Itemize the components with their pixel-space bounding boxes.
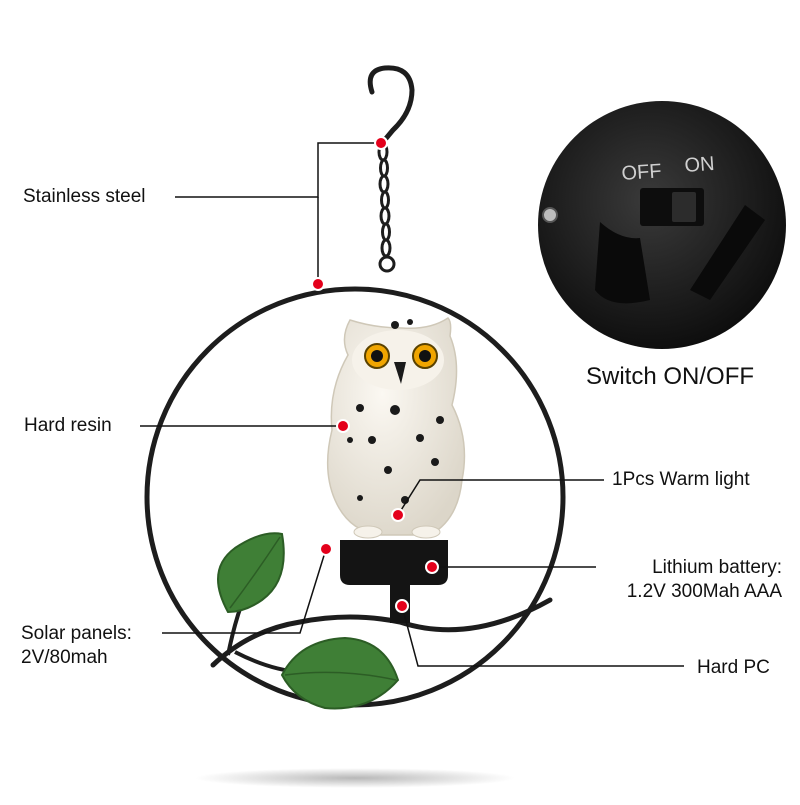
label-hard-resin: Hard resin — [24, 415, 112, 436]
leaf-upper — [217, 532, 285, 614]
owl-beak — [394, 362, 406, 384]
solar-panel-base — [340, 540, 448, 585]
switch-on-label: ON — [684, 153, 715, 177]
label-solar-spec: 2V/80mah — [21, 647, 108, 668]
label-solar-title: Solar panels: — [21, 623, 132, 644]
branch — [210, 597, 553, 668]
leader-solar — [162, 548, 327, 634]
label-warm-light: 1Pcs Warm light — [612, 469, 750, 490]
marker-dots — [311, 136, 439, 613]
leader-warm-light — [397, 479, 604, 516]
label-stainless-steel: Stainless steel — [23, 186, 146, 207]
leader-hard-pc — [401, 605, 684, 667]
floor-shadow — [195, 768, 515, 788]
hanging-hook — [367, 65, 415, 145]
label-battery-spec: 1.2V 300Mah AAA — [626, 581, 782, 602]
label-battery-title: Lithium battery: — [652, 557, 782, 578]
leaf-lower — [280, 636, 400, 710]
switch-off-label: OFF — [621, 160, 662, 185]
hanging-chain — [377, 142, 396, 273]
switch-closeup-panel: OFF ON — [538, 101, 786, 349]
switch-caption: Switch ON/OFF — [586, 363, 755, 390]
leader-stainless-steel — [175, 142, 381, 198]
switch-slider — [672, 192, 696, 222]
label-hard-pc: Hard PC — [697, 657, 770, 678]
